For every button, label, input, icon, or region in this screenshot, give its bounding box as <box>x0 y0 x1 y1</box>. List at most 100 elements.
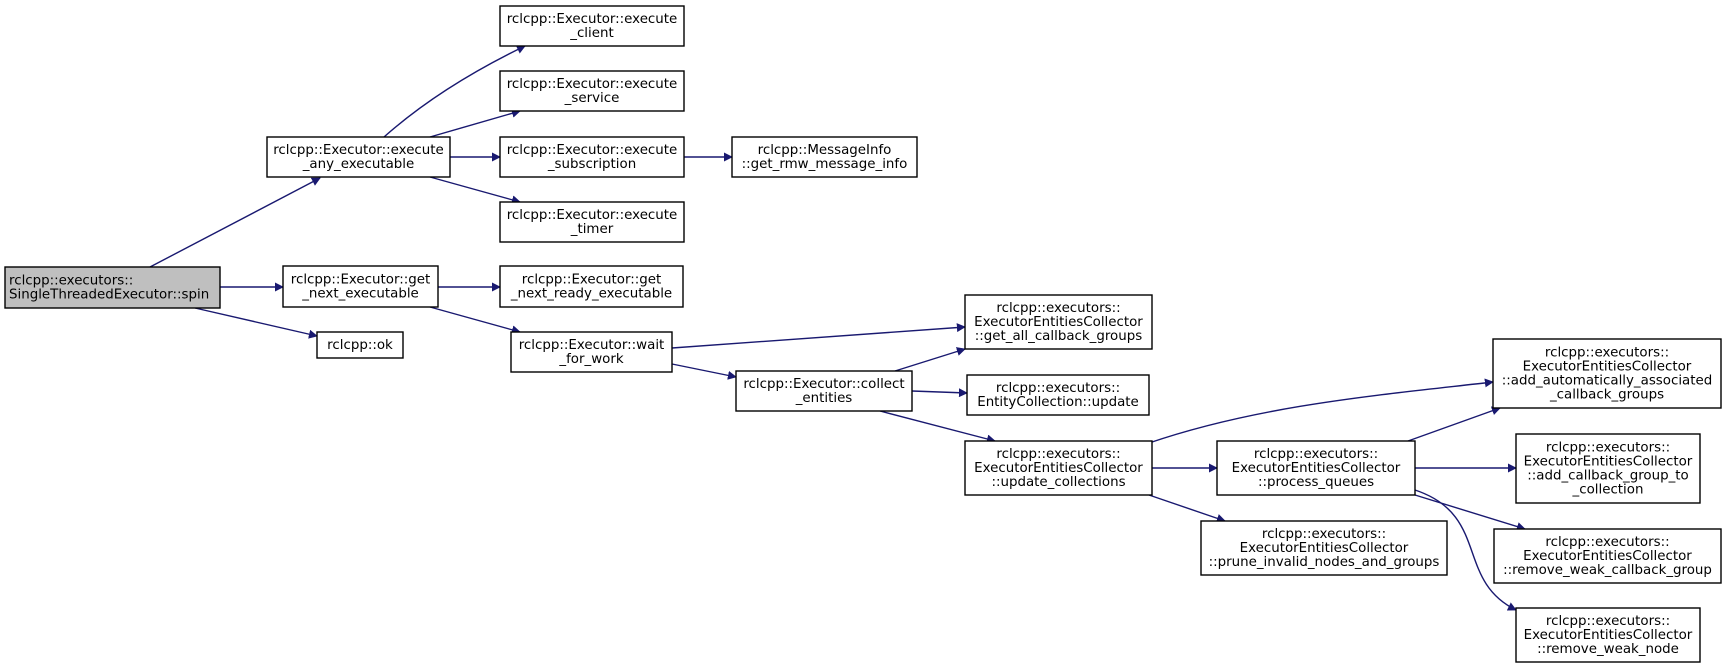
node-label-line: ::add_callback_group_to <box>1527 469 1688 484</box>
edge-get_next-to-wait_for_work <box>429 306 521 335</box>
edge-process_q-to-remove_weak_node <box>1414 489 1517 611</box>
node-label-line: ::remove_weak_callback_group <box>1503 563 1712 578</box>
node-spin[interactable]: rclcpp::executors::SingleThreadedExecuto… <box>4 266 221 309</box>
node-ec-update[interactable]: rclcpp::executors::EntityCollection::upd… <box>966 374 1150 416</box>
node-label-line: ::remove_weak_node <box>1537 642 1679 657</box>
edge-update_coll-to-prune <box>1148 494 1226 523</box>
edge-execute_any-to-exec_timer <box>429 176 521 205</box>
node-execute-any[interactable]: rclcpp::Executor::execute_any_executable <box>266 136 451 178</box>
node-box <box>1216 440 1416 496</box>
node-exec-client[interactable]: rclcpp::Executor::execute_client <box>499 5 685 47</box>
edge-collect-to-get_all_cb <box>894 347 966 372</box>
node-label-line: rclcpp::Executor::execute <box>507 208 678 223</box>
node-label-line: rclcpp::Executor::execute <box>507 77 678 92</box>
node-label-line: rclcpp::MessageInfo <box>758 143 892 158</box>
node-label-line: rclcpp::executors:: <box>9 274 133 289</box>
node-get-next-ready[interactable]: rclcpp::Executor::get_next_ready_executa… <box>499 265 684 308</box>
node-box <box>1515 607 1701 663</box>
node-box <box>266 136 451 178</box>
edge-update_coll-to-add_auto <box>1148 378 1494 444</box>
node-label-line: _next_ready_executable <box>510 287 672 302</box>
node-label-line: ::get_rmw_message_info <box>742 157 908 172</box>
node-box <box>316 331 404 359</box>
node-label-line: SingleThreadedExecutor::spin <box>9 288 209 303</box>
edge-collect-to-update_coll <box>879 410 996 444</box>
node-box <box>1492 338 1722 409</box>
node-update-coll[interactable]: rclcpp::executors::ExecutorEntitiesColle… <box>964 440 1153 496</box>
node-box <box>1200 520 1448 576</box>
node-label-line: ExecutorEntitiesCollector <box>1524 628 1693 643</box>
node-remove-weak-node[interactable]: rclcpp::executors::ExecutorEntitiesColle… <box>1515 607 1701 663</box>
node-box <box>731 136 918 178</box>
node-box <box>499 70 685 112</box>
node-label-line: rclcpp::executors:: <box>1546 441 1670 456</box>
node-label-line: rclcpp::Executor::execute <box>507 12 678 27</box>
node-box <box>4 266 221 309</box>
node-label-line: rclcpp::executors:: <box>996 381 1120 396</box>
node-label-line: rclcpp::executors:: <box>1546 614 1670 629</box>
node-label-line: ExecutorEntitiesCollector <box>1240 541 1409 556</box>
node-label-line: ::process_queues <box>1258 475 1374 490</box>
edge-spin-to-ok <box>194 307 318 339</box>
edge-execute_any-to-exec_client <box>383 45 526 138</box>
edge-process_q-to-add_auto <box>1407 406 1501 442</box>
node-label-line: _entities <box>795 391 853 406</box>
node-box <box>499 136 685 178</box>
node-ok[interactable]: rclcpp::ok <box>316 331 404 359</box>
node-label-line: _collection <box>1572 483 1644 498</box>
node-label-line: rclcpp::executors:: <box>1545 535 1669 550</box>
node-process-q[interactable]: rclcpp::executors::ExecutorEntitiesColle… <box>1216 440 1416 496</box>
node-label-line: rclcpp::Executor::collect <box>743 377 904 392</box>
edge-collect-to-ec_update <box>911 388 968 398</box>
node-get-all-cb[interactable]: rclcpp::executors::ExecutorEntitiesColle… <box>964 294 1153 350</box>
node-get-next[interactable]: rclcpp::Executor::get_next_executable <box>282 265 439 308</box>
node-exec-timer[interactable]: rclcpp::Executor::execute_timer <box>499 201 685 243</box>
edge-wait_for_work-to-get_all_cb <box>671 323 966 349</box>
node-box <box>499 5 685 47</box>
node-box <box>964 294 1153 350</box>
node-remove-weak-cb[interactable]: rclcpp::executors::ExecutorEntitiesColle… <box>1493 528 1722 584</box>
node-label-line: ::get_all_callback_groups <box>975 329 1142 344</box>
node-label-line: rclcpp::executors:: <box>1262 527 1386 542</box>
node-label-line: rclcpp::Executor::get <box>522 273 661 288</box>
node-label-line: ::update_collections <box>991 475 1125 490</box>
node-label-line: rclcpp::Executor::get <box>291 273 430 288</box>
node-collect[interactable]: rclcpp::Executor::collect_entities <box>735 370 913 412</box>
node-label-line: rclcpp::executors:: <box>1254 447 1378 462</box>
edge-spin-to-execute_any <box>149 177 321 268</box>
node-box <box>499 201 685 243</box>
node-exec-service[interactable]: rclcpp::Executor::execute_service <box>499 70 685 112</box>
node-label-line: ExecutorEntitiesCollector <box>1523 549 1692 564</box>
node-label-line: _service <box>564 91 620 106</box>
node-label-line: _next_executable <box>301 287 419 302</box>
node-add-cb-to[interactable]: rclcpp::executors::ExecutorEntitiesColle… <box>1515 433 1701 504</box>
node-box <box>735 370 913 412</box>
node-label-line: _for_work <box>558 352 623 367</box>
node-box <box>966 374 1150 416</box>
node-label-line: _any_executable <box>302 157 415 172</box>
node-box <box>1515 433 1701 504</box>
node-label-line: ExecutorEntitiesCollector <box>974 461 1143 476</box>
node-exec-sub[interactable]: rclcpp::Executor::execute_subscription <box>499 136 685 178</box>
node-label-line: rclcpp::Executor::execute <box>507 143 678 158</box>
node-add-auto[interactable]: rclcpp::executors::ExecutorEntitiesColle… <box>1492 338 1722 409</box>
node-box <box>510 331 673 373</box>
edge-wait_for_work-to-collect <box>671 363 737 380</box>
node-box <box>964 440 1153 496</box>
node-wait-for-work[interactable]: rclcpp::Executor::wait_for_work <box>510 331 673 373</box>
node-label-line: ExecutorEntitiesCollector <box>1524 455 1693 470</box>
node-label-line: ExecutorEntitiesCollector <box>974 315 1143 330</box>
node-label-line: rclcpp::Executor::execute <box>273 143 444 158</box>
node-box <box>499 265 684 308</box>
edge-execute_any-to-exec_service <box>429 108 521 138</box>
node-msg-info[interactable]: rclcpp::MessageInfo::get_rmw_message_inf… <box>731 136 918 178</box>
node-label-line: _client <box>569 26 613 41</box>
node-label-line: rclcpp::Executor::wait <box>519 338 665 353</box>
node-label-line: ExecutorEntitiesCollector <box>1523 360 1692 375</box>
node-label-line: rclcpp::ok <box>327 338 393 353</box>
node-label-line: rclcpp::executors:: <box>1545 346 1669 361</box>
node-label-line: ::add_automatically_associated <box>1502 374 1713 389</box>
node-prune[interactable]: rclcpp::executors::ExecutorEntitiesColle… <box>1200 520 1448 576</box>
node-label-line: _subscription <box>547 157 636 172</box>
